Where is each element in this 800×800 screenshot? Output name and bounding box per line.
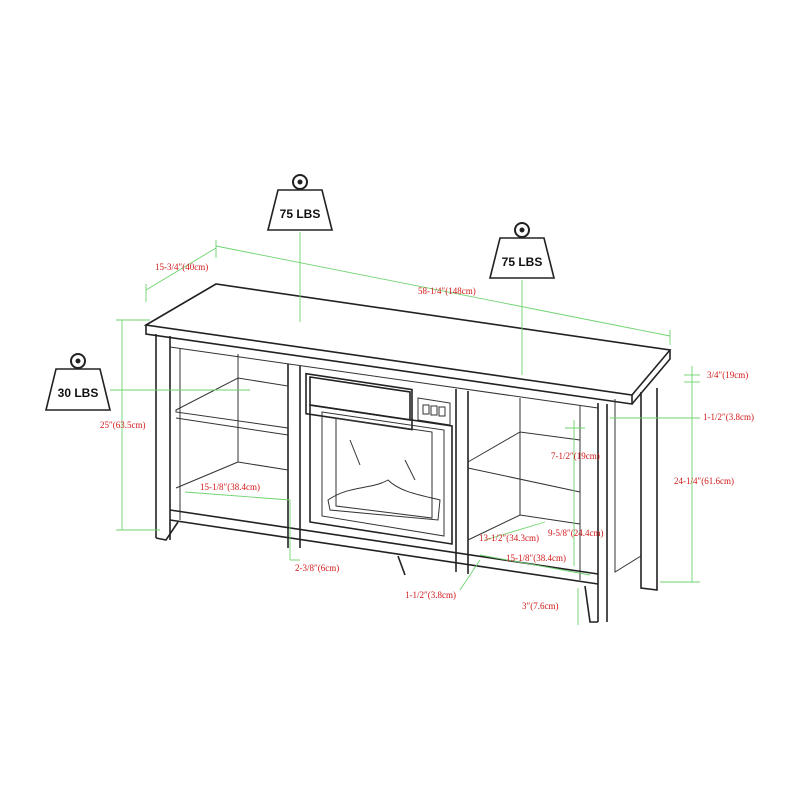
weight-label-shelf: 30 LBS — [58, 386, 99, 400]
weight-icon-top-right — [488, 222, 556, 279]
weight-icon-top-left — [266, 174, 334, 231]
fireplace-insert — [305, 372, 453, 545]
dim-right-shelf-width: 15-1/8″(38.4cm) — [506, 553, 566, 563]
cabinet-frame — [155, 334, 658, 623]
dim-upper-shelf-gap: 7-1/2″(19cm) — [551, 451, 600, 461]
weight-icon-shelf — [44, 353, 112, 411]
dim-bottom-rail: 1-1/2″(3.8cm) — [405, 590, 456, 600]
dim-shelf-depth: 13-1/2″(34.3cm) — [479, 533, 539, 543]
dim-divider: 2-3/8″(6cm) — [295, 563, 339, 573]
dim-lower-shelf-gap: 9-5/8″(24.4cm) — [548, 528, 604, 538]
dimension-lines — [110, 232, 700, 625]
weight-label-top-left: 75 LBS — [280, 207, 321, 221]
dim-apron: 1-1/2″(3.8cm) — [703, 412, 754, 422]
dim-clearance: 3″(7.6cm) — [522, 601, 559, 611]
dim-height: 25″(63.5cm) — [100, 420, 146, 430]
dim-depth: 15-3/4″(40cm) — [155, 262, 208, 272]
dim-width: 58-1/4″(148cm) — [418, 286, 476, 296]
dim-left-shelf-width: 15-1/8″(38.4cm) — [200, 482, 260, 492]
dim-leg-height: 24-1/4″(61.6cm) — [674, 476, 734, 486]
tabletop — [143, 283, 672, 405]
weight-label-top-right: 75 LBS — [502, 255, 543, 269]
dim-top-thickness: 3/4″(19cm) — [707, 370, 748, 380]
